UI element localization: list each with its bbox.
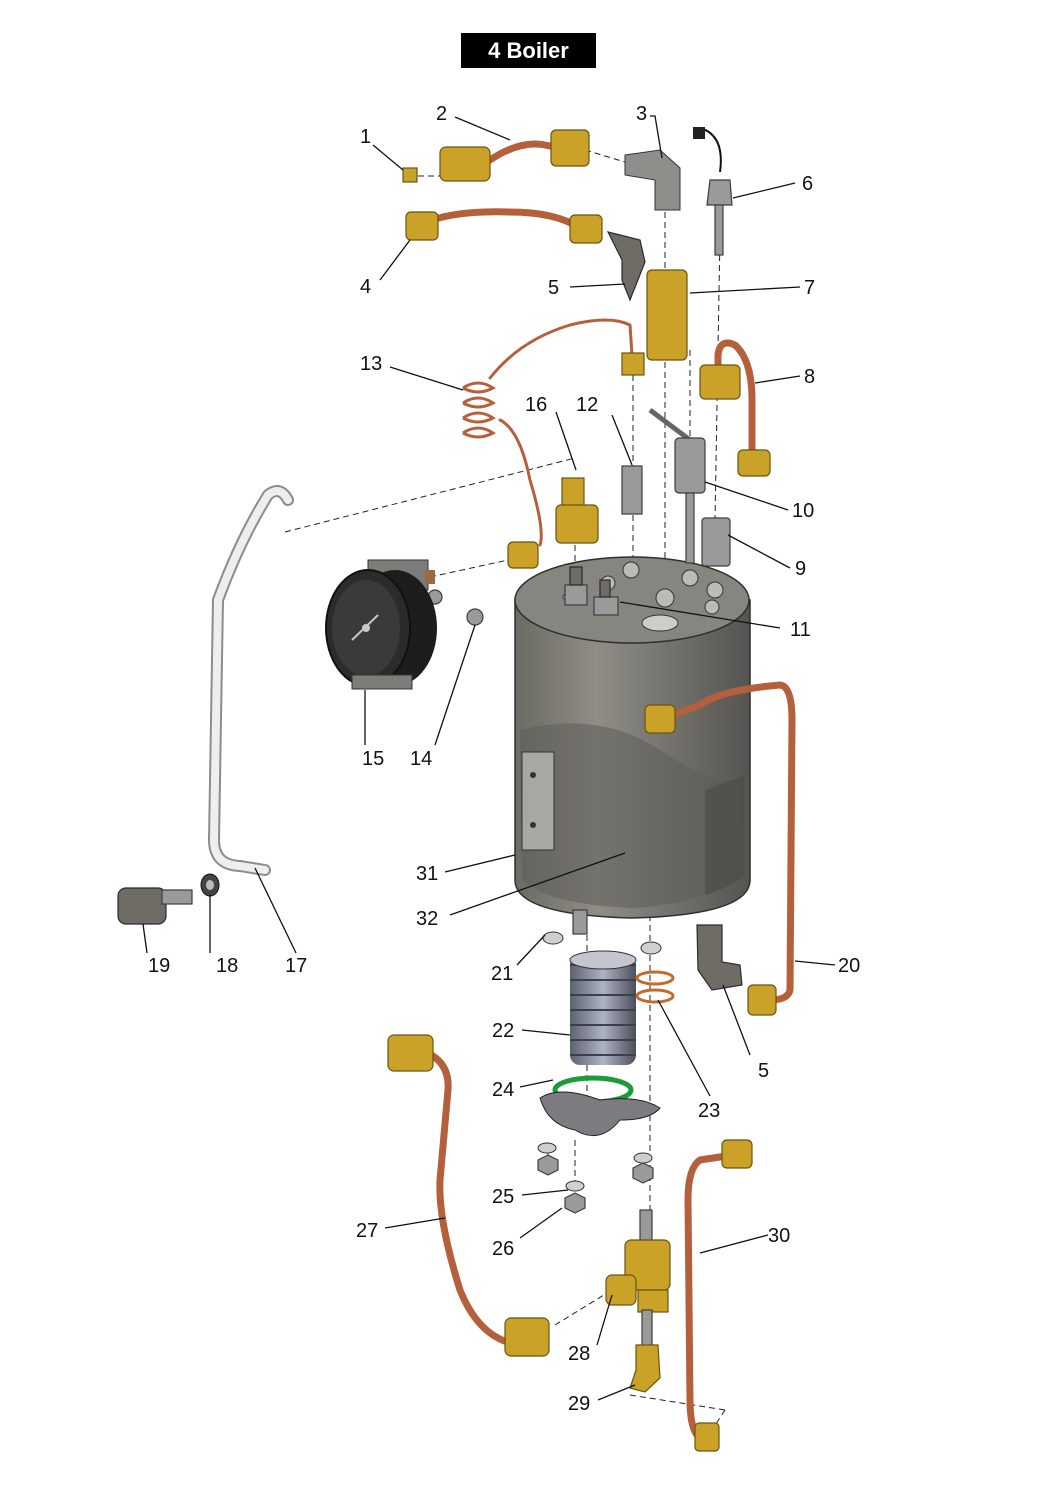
callout-5-lower: 5	[758, 1060, 769, 1082]
callout-10: 10	[792, 500, 814, 522]
callout-21: 21	[491, 963, 513, 985]
callout-4: 4	[360, 276, 371, 298]
callout-24: 24	[492, 1079, 514, 1101]
callout-3: 3	[636, 103, 647, 125]
callout-26: 26	[492, 1238, 514, 1260]
heating-element	[569, 950, 637, 1065]
callout-20: 20	[838, 955, 860, 977]
callout-6: 6	[802, 173, 813, 195]
pressure-gauge	[325, 559, 437, 690]
valve	[605, 1209, 671, 1351]
callout-23: 23	[698, 1100, 720, 1122]
part-1	[402, 167, 418, 183]
callout-32: 32	[416, 908, 438, 930]
leader-lines	[142, 115, 836, 1401]
callout-30: 30	[768, 1225, 790, 1247]
nuts-washers	[537, 1142, 654, 1214]
callout-19: 19	[148, 955, 170, 977]
fittings	[117, 127, 777, 1452]
callout-29: 29	[568, 1393, 590, 1415]
callout-25: 25	[492, 1186, 514, 1208]
callout-15: 15	[362, 748, 384, 770]
callout-27: 27	[356, 1220, 378, 1242]
callout-11: 11	[790, 619, 811, 641]
callout-16: 16	[525, 394, 547, 416]
callout-14: 14	[410, 748, 432, 770]
diagram-title: 4 Boiler	[461, 33, 596, 68]
callout-28: 28	[568, 1343, 590, 1365]
callout-labels: 1 2 3 4 5 6 7 8 9 10 11 12 13 14 15 16 1…	[148, 103, 860, 1415]
callout-18: 18	[216, 955, 238, 977]
clear-tube	[207, 485, 294, 876]
boiler-tank	[514, 556, 751, 919]
callout-1: 1	[360, 126, 371, 148]
callout-5: 5	[548, 277, 559, 299]
callout-2: 2	[436, 103, 447, 125]
callout-17: 17	[285, 955, 307, 977]
callout-8: 8	[804, 366, 815, 388]
callout-9: 9	[795, 558, 806, 580]
thermostat-pair	[564, 566, 619, 616]
callout-31: 31	[416, 863, 438, 885]
callout-7: 7	[804, 277, 815, 299]
callout-13: 13	[360, 353, 382, 375]
callout-12: 12	[576, 394, 598, 416]
callout-22: 22	[492, 1020, 514, 1042]
